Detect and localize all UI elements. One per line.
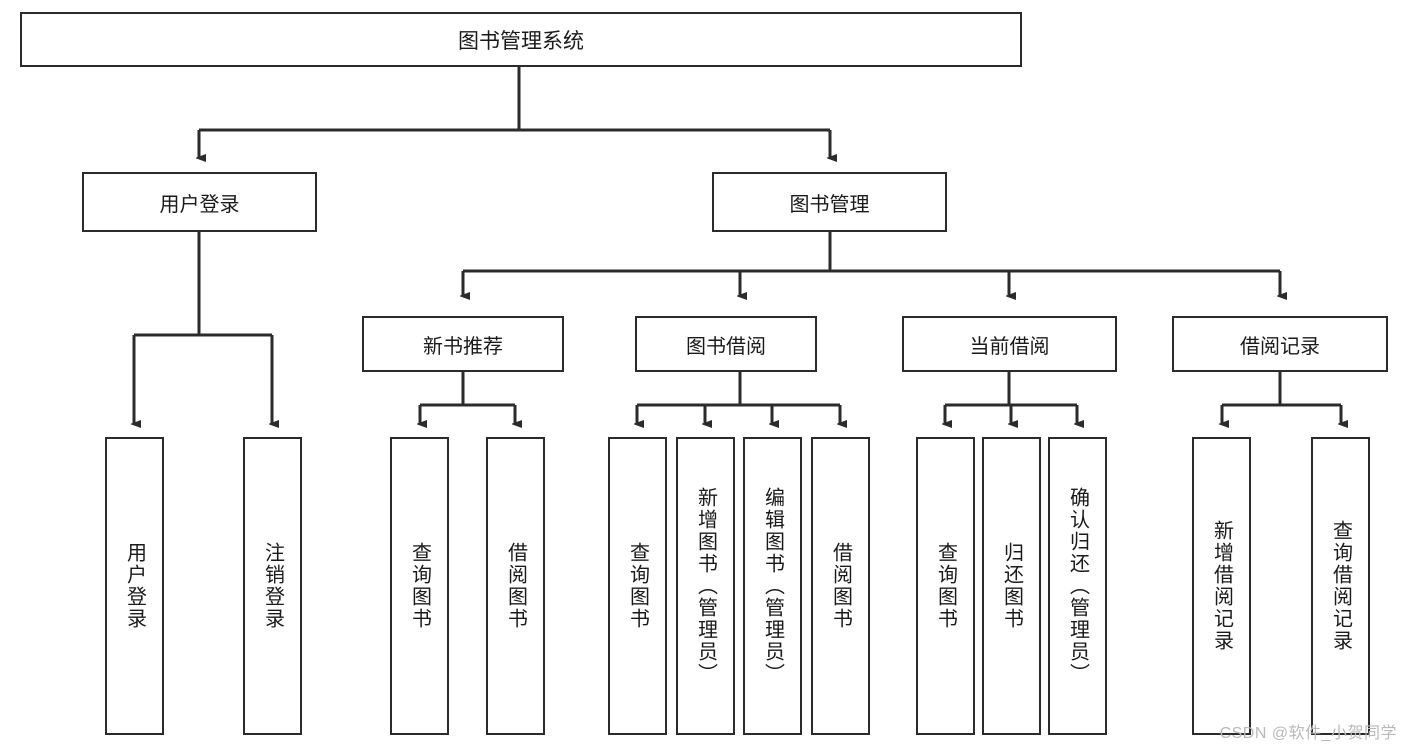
leaf-user-login-label: 用户登录	[123, 542, 146, 630]
leaf-borrow-book-2[interactable]: 借阅图书	[811, 437, 870, 735]
node-book-borrow-label: 图书借阅	[686, 335, 766, 358]
node-borrow-record-label: 借阅记录	[1240, 335, 1320, 358]
leaf-add-book-label: 新增图书（管理员）	[694, 487, 717, 685]
node-book-borrow[interactable]: 图书借阅	[635, 316, 817, 372]
leaf-confirm-return[interactable]: 确认归还（管理员）	[1048, 437, 1107, 735]
node-root-label: 图书管理系统	[458, 29, 584, 53]
leaf-borrow-book-1[interactable]: 借阅图书	[486, 437, 545, 735]
leaf-borrow-book-2-label: 借阅图书	[829, 542, 852, 630]
leaf-return-book-label: 归还图书	[1000, 542, 1023, 630]
leaf-query-record[interactable]: 查询借阅记录	[1311, 437, 1370, 735]
leaf-query-book-1-label: 查询图书	[408, 542, 431, 630]
leaf-add-record[interactable]: 新增借阅记录	[1192, 437, 1251, 735]
node-current-borrow[interactable]: 当前借阅	[902, 316, 1117, 372]
leaf-query-book-2[interactable]: 查询图书	[608, 437, 667, 735]
node-root[interactable]: 图书管理系统	[20, 12, 1022, 67]
leaf-borrow-book-1-label: 借阅图书	[504, 542, 527, 630]
leaf-query-book-3-label: 查询图书	[934, 542, 957, 630]
node-borrow-record[interactable]: 借阅记录	[1172, 316, 1388, 372]
node-new-book-recommend-label: 新书推荐	[423, 335, 503, 358]
csdn-watermark: CSDN @软件_小贺同学	[1219, 725, 1397, 742]
node-book-management-label: 图书管理	[789, 193, 870, 216]
node-book-management[interactable]: 图书管理	[712, 172, 947, 232]
leaf-edit-book[interactable]: 编辑图书（管理员）	[743, 437, 802, 735]
leaf-user-logout[interactable]: 注销登录	[243, 437, 302, 735]
leaf-return-book[interactable]: 归还图书	[982, 437, 1041, 735]
leaf-query-book-3[interactable]: 查询图书	[916, 437, 975, 735]
node-user-login[interactable]: 用户登录	[82, 172, 317, 232]
leaf-user-login[interactable]: 用户登录	[105, 437, 164, 735]
leaf-confirm-return-label: 确认归还（管理员）	[1066, 487, 1089, 685]
node-current-borrow-label: 当前借阅	[969, 335, 1050, 358]
leaf-add-record-label: 新增借阅记录	[1210, 520, 1233, 652]
leaf-user-logout-label: 注销登录	[261, 542, 284, 630]
leaf-query-book-2-label: 查询图书	[626, 542, 649, 630]
leaf-query-record-label: 查询借阅记录	[1329, 520, 1352, 652]
node-new-book-recommend[interactable]: 新书推荐	[362, 316, 564, 372]
leaf-query-book-1[interactable]: 查询图书	[390, 437, 449, 735]
node-user-login-label: 用户登录	[159, 193, 240, 216]
leaf-add-book[interactable]: 新增图书（管理员）	[676, 437, 735, 735]
leaf-edit-book-label: 编辑图书（管理员）	[761, 487, 784, 685]
